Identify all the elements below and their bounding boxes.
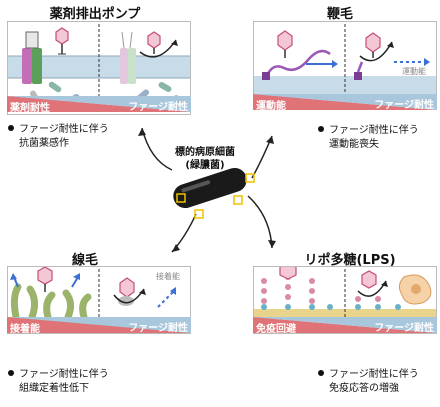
phage-icon (147, 31, 161, 54)
flagella-note: ファージ耐性に伴う 運動能喪失 (318, 124, 419, 152)
efflux-pump-icon (22, 31, 42, 84)
phage-icon (55, 27, 69, 55)
lps-note: ファージ耐性に伴う 免疫応答の増強 (318, 368, 419, 396)
target-bacterium-label: 標的病原細菌 (緑膿菌) (175, 147, 235, 171)
efflux-drug-resistance-label: 薬剤耐性 (10, 103, 50, 114)
pili-phage-resistance-label: ファージ耐性 (128, 323, 188, 334)
pili-adhesion-label: 接着能 (10, 324, 40, 335)
lps-illustration (254, 267, 436, 333)
pili-adhesion-inner-label: 接着能 (156, 272, 180, 281)
efflux-tradeoff-bar: 薬剤耐性 ファージ耐性 (7, 96, 191, 114)
immune-cell-icon (398, 274, 432, 305)
lps-tradeoff-bar: 免疫回避 ファージ耐性 (253, 317, 437, 335)
flagella-panel: 運動能 (253, 21, 437, 98)
pili-title: 線毛 (71, 253, 98, 268)
lps-phage-resistance-label: ファージ耐性 (374, 323, 434, 334)
flagella-title: 鞭毛 (326, 7, 353, 22)
flagella-illustration (254, 24, 436, 97)
pili-tradeoff-bar: 接着能 ファージ耐性 (7, 317, 191, 335)
efflux-note: ファージ耐性に伴う 抗菌薬感作 (8, 123, 109, 151)
pili-note: ファージ耐性に伴う 組織定着性低下 (8, 368, 109, 396)
efflux-phage-resistance-label: ファージ耐性 (128, 102, 188, 113)
flagella-motility-label: 運動能 (256, 101, 286, 112)
flagella-motility-inner-label: 運動能 (402, 67, 426, 76)
efflux-pump-illustration (8, 24, 190, 114)
lps-immune-evasion-label: 免疫回避 (256, 324, 296, 335)
flagella-tradeoff-bar: 運動能 ファージ耐性 (253, 94, 437, 112)
efflux-pump-title: 薬剤排出ポンプ (49, 7, 141, 22)
efflux-pump-faded-icon (120, 31, 136, 84)
lps-title: リポ多糖(LPS) (304, 253, 396, 268)
flagella-phage-resistance-label: ファージ耐性 (374, 100, 434, 111)
